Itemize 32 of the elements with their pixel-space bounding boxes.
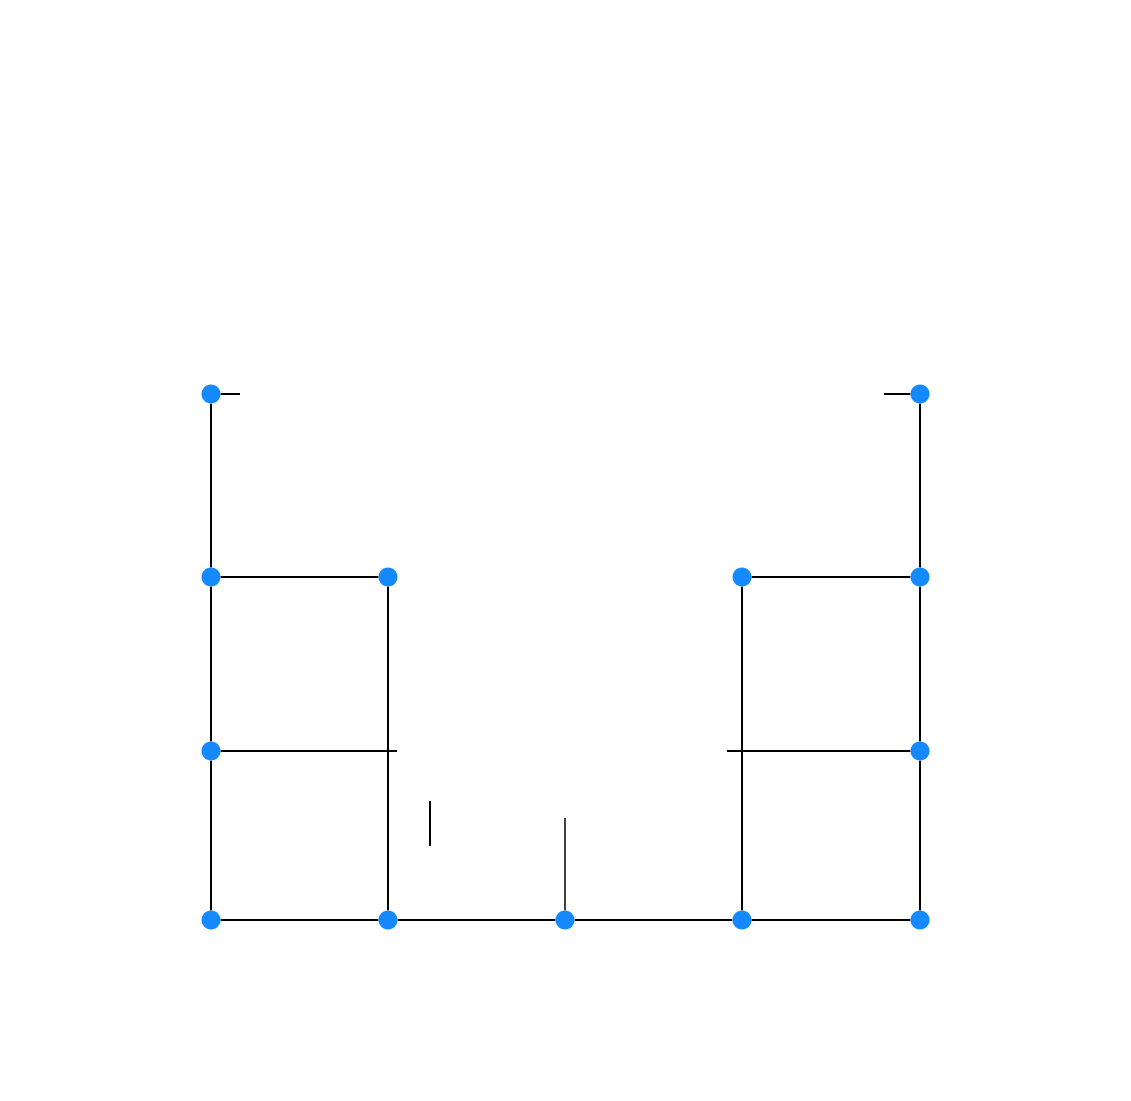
- connector-line: [210, 585, 212, 743]
- dot: [732, 567, 752, 587]
- connector-line: [726, 750, 912, 752]
- dot: [910, 384, 930, 404]
- connector-line: [741, 585, 743, 912]
- connector-line: [219, 750, 398, 752]
- dot: [378, 910, 398, 930]
- dot: [201, 567, 221, 587]
- connector-line: [210, 402, 212, 569]
- dot: [910, 741, 930, 761]
- connector-line: [387, 585, 389, 912]
- connector-line: [919, 585, 921, 743]
- dot: [378, 567, 398, 587]
- connector-line: [573, 919, 734, 921]
- dot: [201, 741, 221, 761]
- connector-line: [210, 759, 212, 912]
- dot: [910, 910, 930, 930]
- connector-line: [883, 393, 912, 395]
- connector-line: [219, 919, 380, 921]
- connector-line: [396, 919, 557, 921]
- connector-line: [919, 402, 921, 569]
- dot: [555, 910, 575, 930]
- dot: [201, 910, 221, 930]
- connector-line: [919, 759, 921, 912]
- connector-line: [750, 919, 912, 921]
- dot: [732, 910, 752, 930]
- dot: [201, 384, 221, 404]
- connector-line: [219, 393, 241, 395]
- connector-line: [750, 576, 912, 578]
- connector-line: [219, 576, 380, 578]
- connector-line: [564, 817, 566, 912]
- dot: [910, 567, 930, 587]
